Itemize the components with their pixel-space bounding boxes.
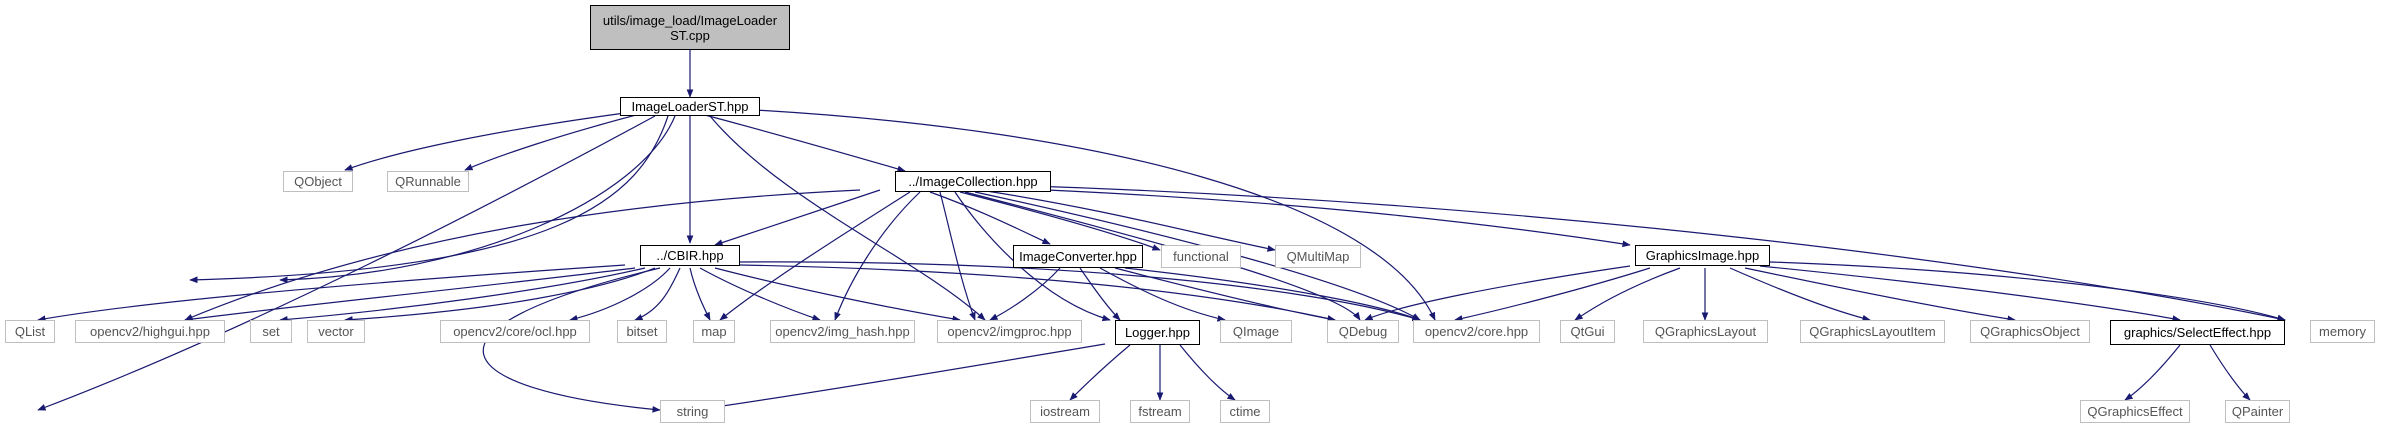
- node-core: opencv2/core.hpp: [1413, 320, 1540, 343]
- edge-gi-selecteffect: [1759, 265, 2181, 322]
- edge-cbir-qlist: [37, 264, 626, 322]
- edge-loader-core: [754, 109, 1436, 321]
- node-qdebug: QDebug: [1327, 320, 1399, 343]
- node-imagecollection-hpp[interactable]: ../ImageCollection.hpp: [895, 171, 1051, 192]
- edge-cbir-imgproc: [714, 267, 961, 323]
- edge-cbir-ocl: [569, 267, 671, 322]
- node-iostream: iostream: [1030, 400, 1100, 423]
- node-imgproc: opencv2/imgproc.hpp: [937, 320, 1082, 343]
- edge-ic-imgproc: [939, 191, 976, 321]
- edge-cbir-map: [689, 267, 711, 321]
- edge-gi-qdebug: [1364, 265, 1631, 321]
- edge-ic2-core: [1124, 267, 1421, 321]
- node-memory: memory: [2310, 320, 2375, 343]
- edge-logger-string: [694, 343, 1106, 413]
- node-qgraphicsobject: QGraphicsObject: [1970, 320, 2090, 343]
- edge-ic-memory: [999, 184, 2286, 322]
- node-vector: vector: [307, 320, 365, 343]
- edge-loader-qobject: [344, 112, 626, 171]
- node-ocl: opencv2/core/ocl.hpp: [440, 320, 590, 343]
- edge-logger-ctime: [1179, 344, 1236, 401]
- edge-cbir-set: [279, 267, 646, 323]
- node-fstream: fstream: [1130, 400, 1190, 423]
- edge-gi-memory: [1769, 261, 2286, 322]
- edge-ic-cbir: [714, 189, 881, 246]
- edge-se-qpainter: [2209, 344, 2251, 401]
- edge-ic-imageconverter: [929, 191, 1051, 245]
- edge-cbir-highgui: [184, 267, 636, 323]
- edge-loader-highgui: [189, 115, 669, 284]
- edge-gi-qgraphicsobject: [1744, 267, 2016, 323]
- node-root-file: utils/image_load/ImageLoader ST.cpp: [590, 5, 790, 50]
- edge-ic2-qimage: [1099, 267, 1226, 322]
- edge-ic2-imgproc: [989, 267, 1061, 321]
- node-graphicsimage-hpp[interactable]: GraphicsImage.hpp: [1635, 245, 1770, 266]
- edge-cbir-core: [739, 261, 1421, 322]
- edge-cbir-bitset: [634, 267, 681, 321]
- node-img-hash: opencv2/img_hash.hpp: [770, 320, 915, 343]
- node-imageloaderst-hpp[interactable]: ImageLoaderST.hpp: [620, 97, 760, 116]
- edge-ic-functional: [959, 191, 1161, 251]
- node-ctime: ctime: [1220, 400, 1270, 423]
- edge-cbir-qdebug: [739, 264, 1336, 322]
- edge-cbir-vector: [344, 267, 656, 323]
- edges: [37, 50, 2286, 413]
- edge-loader-imagecollection: [704, 114, 906, 173]
- node-qtgui: QtGui: [1560, 320, 1615, 343]
- edge-ic2-qdebug: [1114, 267, 1336, 322]
- node-imageconverter-hpp[interactable]: ImageConverter.hpp: [1013, 245, 1143, 268]
- node-qobject: QObject: [283, 171, 353, 192]
- edge-gi-core: [1454, 267, 1651, 322]
- node-string: string: [660, 400, 725, 423]
- node-qmultimap: QMultiMap: [1275, 245, 1361, 268]
- node-cbir-hpp[interactable]: ../CBIR.hpp: [640, 245, 740, 266]
- node-qgraphicseffect: QGraphicsEffect: [2080, 400, 2190, 423]
- node-qimage: QImage: [1220, 320, 1292, 343]
- edge-ic-graphicsimage: [999, 187, 1631, 248]
- node-map: map: [693, 320, 735, 343]
- node-functional: functional: [1161, 245, 1241, 268]
- node-highgui: opencv2/highgui.hpp: [75, 320, 225, 343]
- node-logger-hpp[interactable]: Logger.hpp: [1115, 320, 1200, 345]
- edge-ic2-logger: [1079, 267, 1121, 321]
- node-qlist: QList: [5, 320, 55, 343]
- edge-se-qgraphicseffect: [2124, 344, 2181, 401]
- edge-cbir-string: [482, 267, 661, 413]
- edge-ic-imghash: [834, 191, 921, 321]
- node-set: set: [250, 320, 292, 343]
- edge-loader-qrunnable: [464, 113, 641, 171]
- edge-ic-highgui: [184, 189, 861, 321]
- edge-gi-qtgui: [1574, 267, 1681, 321]
- node-selecteffect-hpp[interactable]: graphics/SelectEffect.hpp: [2110, 320, 2285, 345]
- edge-cbir-imghash: [699, 267, 821, 321]
- edge-logger-iostream: [1069, 344, 1131, 401]
- node-bitset: bitset: [617, 320, 667, 343]
- node-qrunnable: QRunnable: [387, 171, 469, 192]
- edge-gi-qgraphicslayoutitem: [1729, 267, 1871, 322]
- node-qpainter: QPainter: [2225, 400, 2290, 423]
- edge-loader-imgproc: [709, 115, 986, 321]
- node-qgraphicslayoutitem: QGraphicsLayoutItem: [1800, 320, 1945, 343]
- node-qgraphicslayout: QGraphicsLayout: [1643, 320, 1768, 343]
- edge-ic-map: [719, 191, 911, 321]
- edge-ic-qmultimap: [979, 189, 1276, 252]
- edge-loader-set: [279, 115, 676, 284]
- edge-loader-qlist: [37, 115, 656, 411]
